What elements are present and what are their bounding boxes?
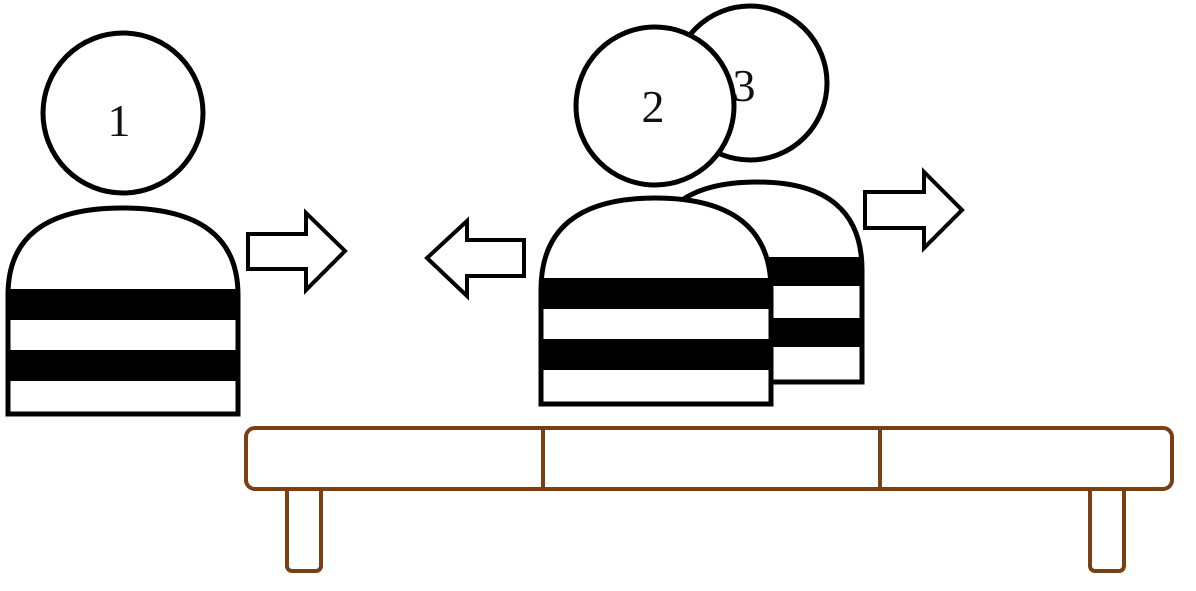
- figure-3-label: 3: [733, 60, 756, 111]
- figure-1-label: 1: [108, 95, 131, 146]
- bench-leg-right: [1088, 484, 1126, 573]
- bench: [244, 426, 1174, 573]
- figure-2-stripe-2: [541, 339, 771, 370]
- figure-1-head: [40, 30, 206, 196]
- bench-leg-left: [285, 484, 323, 573]
- figure-1-stripe-2: [8, 350, 238, 381]
- figure-2-stripe-1: [541, 278, 771, 309]
- figure-2-head: [573, 24, 737, 188]
- figure-1: 1: [5, 30, 241, 417]
- figure-2-label: 2: [642, 81, 665, 132]
- bench-seat: [244, 426, 1174, 491]
- figure-2: 2: [538, 24, 774, 407]
- arrow-right-icon: [246, 208, 348, 295]
- arrow-right-icon: [863, 167, 965, 253]
- arrow-left-icon: [424, 216, 526, 301]
- figure-1-stripe-1: [8, 289, 238, 320]
